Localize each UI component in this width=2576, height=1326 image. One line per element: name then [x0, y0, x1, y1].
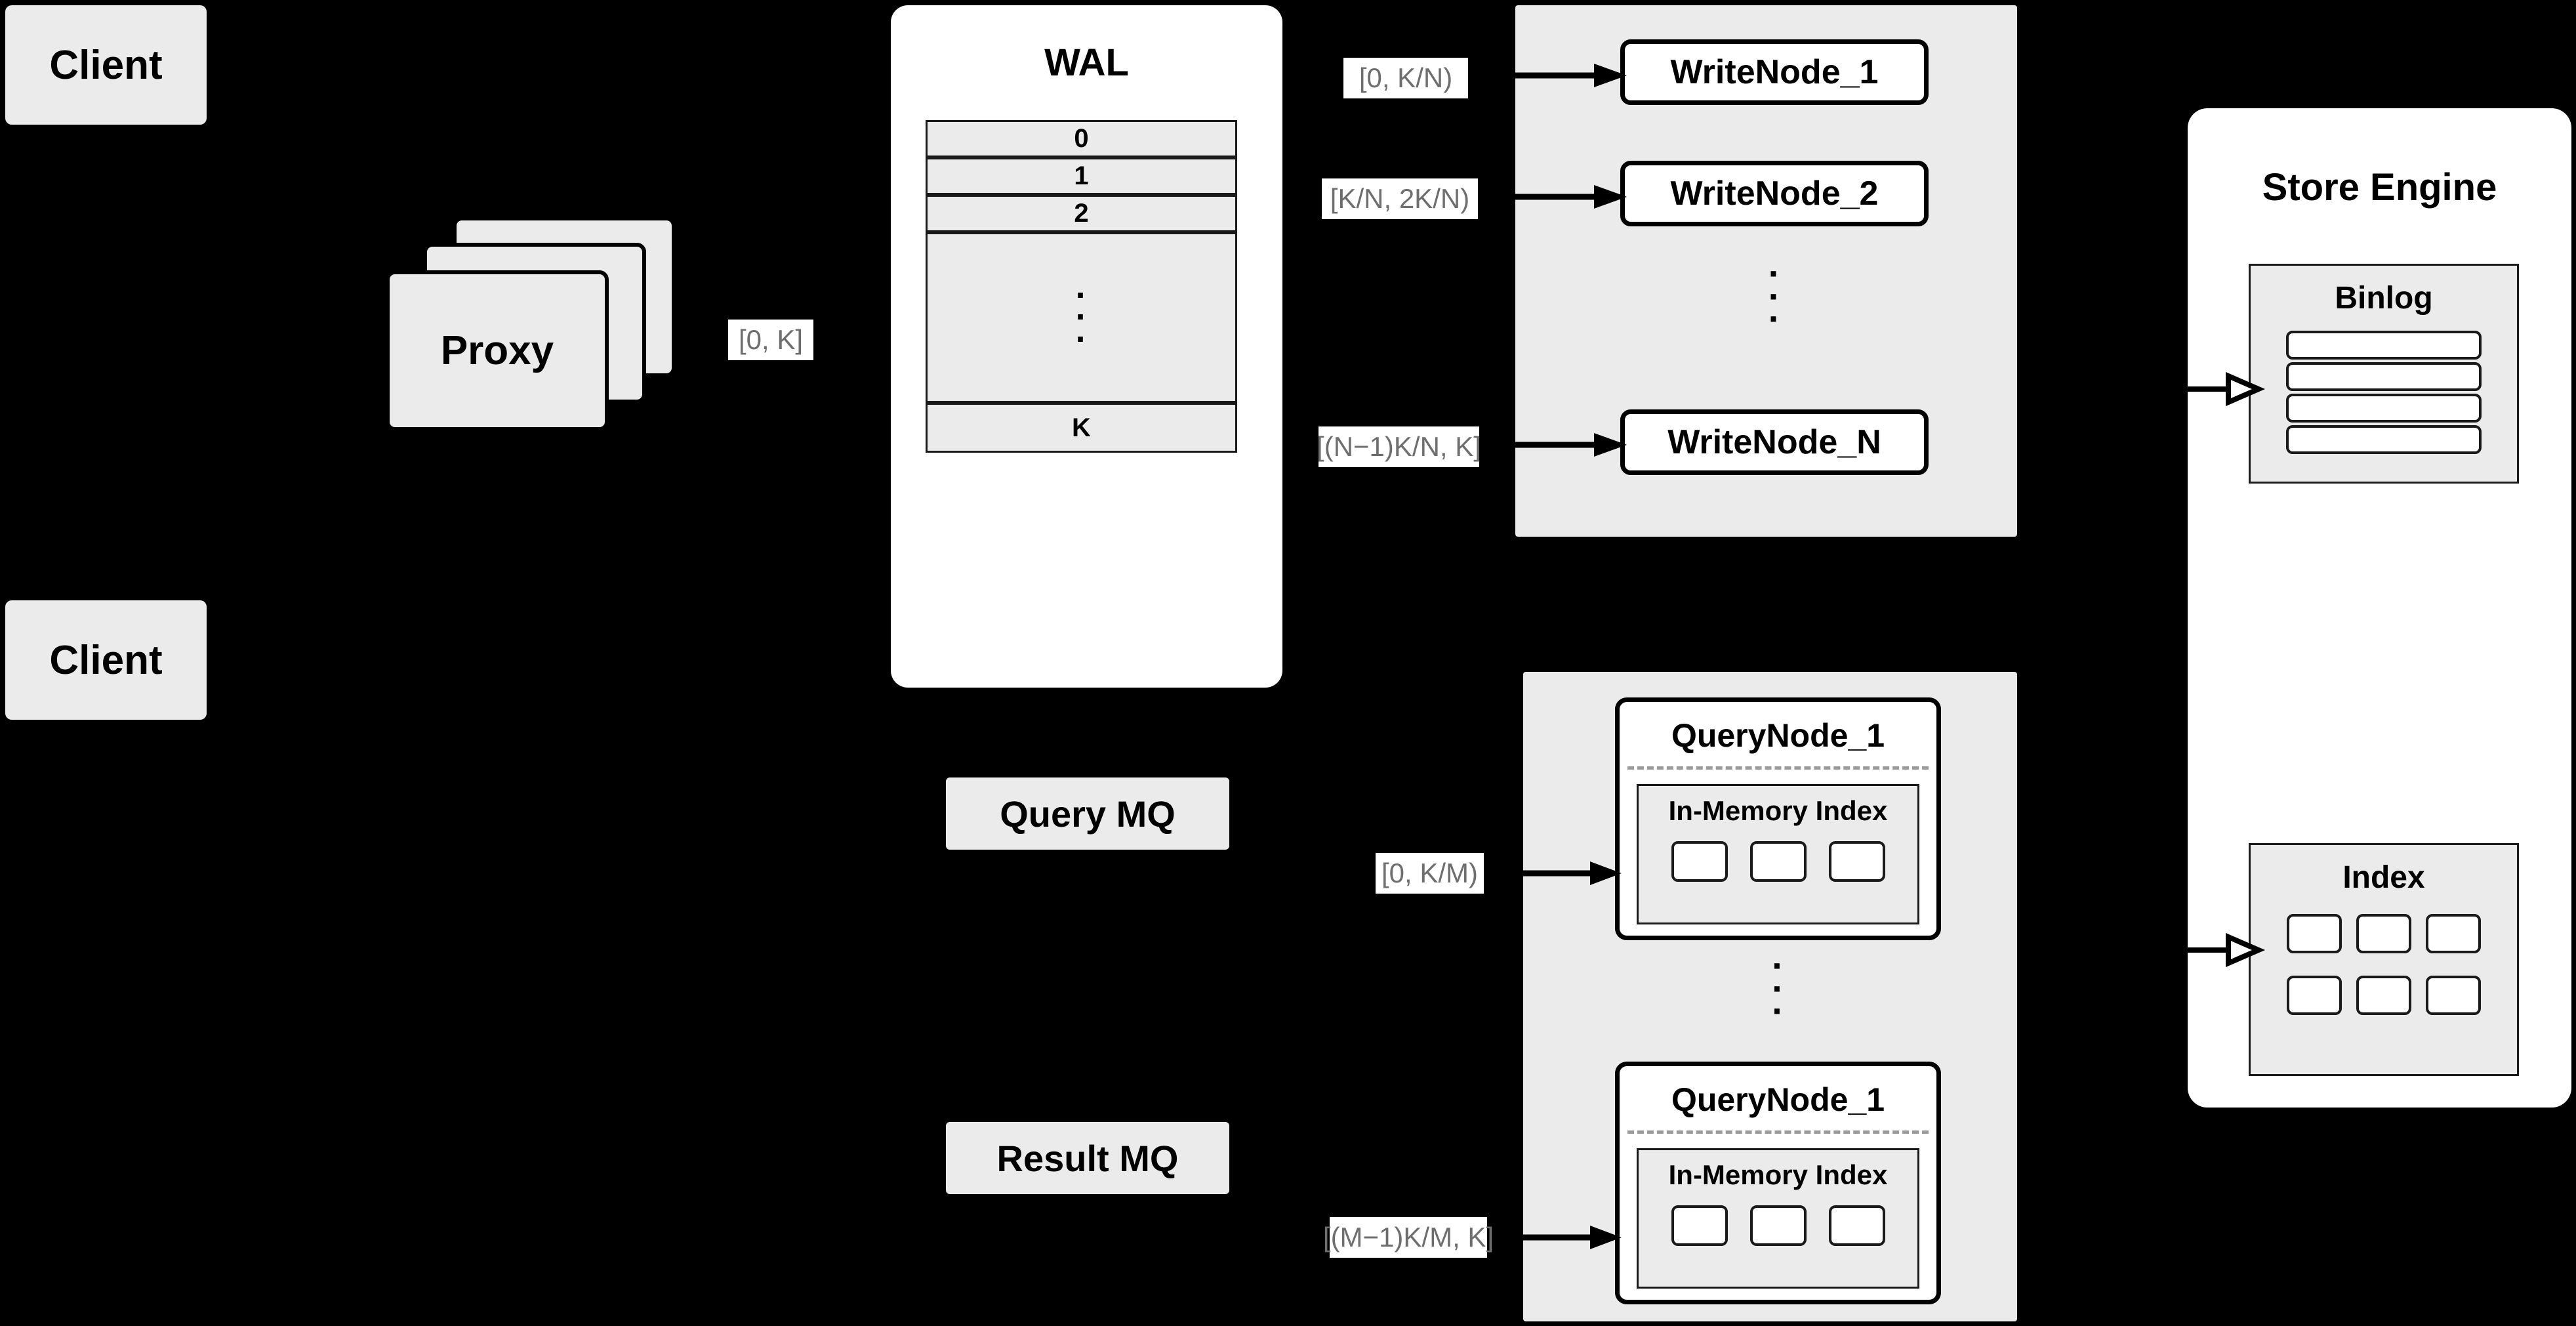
- client-box-1[interactable]: Client: [5, 5, 207, 125]
- in-memory-index-1: In-Memory Index: [1637, 784, 1919, 924]
- result-mq-box[interactable]: Result MQ: [946, 1122, 1229, 1194]
- arrow-to-binlog: [2188, 371, 2266, 407]
- write-node-2-range-label: [K/N, 2K/N): [1322, 178, 1478, 219]
- arrow-to-query-node-m: [1523, 1226, 1622, 1249]
- write-node-label: WriteNode_N: [1667, 423, 1881, 461]
- binlog-row: [2286, 331, 2482, 360]
- query-node-1-range-label: [0, K/M): [1376, 853, 1484, 894]
- binlog-row: [2286, 425, 2482, 454]
- index-segment: [1671, 841, 1728, 882]
- write-node-label: WriteNode_2: [1670, 175, 1879, 213]
- query-node-1[interactable]: QueryNode_1 In-Memory Index: [1615, 697, 1941, 940]
- binlog-container: Binlog: [2249, 264, 2519, 484]
- write-node-1[interactable]: WriteNode_1: [1620, 39, 1929, 105]
- write-cluster-vertical-ellipsis-icon: · · ·: [1768, 253, 1781, 340]
- index-cell: [2426, 914, 2481, 953]
- vertical-ellipsis-icon: · · ·: [1075, 275, 1088, 359]
- store-engine-title: Store Engine: [2262, 166, 2497, 209]
- wal-row: 2: [926, 195, 1237, 232]
- write-node-label: WriteNode_1: [1670, 53, 1879, 91]
- index-segment: [1749, 1205, 1807, 1246]
- index-cell: [2287, 914, 2342, 953]
- write-node-1-range-label: [0, K/N): [1343, 58, 1468, 98]
- binlog-row: [2286, 362, 2482, 391]
- arrow-to-write-node-1: [1515, 64, 1627, 87]
- write-node-n[interactable]: WriteNode_N: [1620, 409, 1929, 475]
- write-node-2[interactable]: WriteNode_2: [1620, 161, 1929, 226]
- index-container: Index: [2249, 843, 2519, 1076]
- index-segment: [1828, 841, 1885, 882]
- proxy-box[interactable]: Proxy: [386, 270, 609, 431]
- arrow-to-write-node-n: [1515, 433, 1627, 457]
- wal-row: 0: [926, 120, 1237, 157]
- client-box-2[interactable]: Client: [5, 600, 207, 720]
- query-node-label: QueryNode_1: [1671, 717, 1885, 754]
- result-mq-label: Result MQ: [996, 1137, 1179, 1179]
- proxy-range-label: [0, K]: [728, 320, 813, 360]
- wal-row: K: [926, 403, 1237, 453]
- arrow-to-query-node-1: [1523, 861, 1622, 885]
- index-cell: [2356, 914, 2411, 953]
- query-node-m-range-label: [(M−1)K/M, K]: [1323, 1217, 1494, 1258]
- index-cell: [2287, 976, 2342, 1015]
- arrow-to-index: [2188, 932, 2266, 968]
- query-mq-label: Query MQ: [1000, 793, 1176, 835]
- binlog-row: [2286, 394, 2482, 423]
- index-segment: [1828, 1205, 1885, 1246]
- query-node-divider: [1627, 766, 1929, 770]
- proxy-label: Proxy: [440, 328, 554, 373]
- client-label: Client: [49, 637, 163, 683]
- query-node-divider: [1627, 1130, 1929, 1134]
- arrow-to-write-node-2: [1515, 185, 1627, 209]
- index-title: Index: [2342, 860, 2425, 895]
- in-memory-index-2: In-Memory Index: [1637, 1148, 1919, 1289]
- wal-row: 1: [926, 157, 1237, 195]
- index-cell: [2426, 976, 2481, 1015]
- client-label: Client: [49, 42, 163, 88]
- wal-row-ellipsis: · · ·: [926, 232, 1237, 403]
- query-mq-box[interactable]: Query MQ: [946, 777, 1229, 850]
- query-node-label: QueryNode_1: [1671, 1081, 1885, 1118]
- in-memory-index-title: In-Memory Index: [1668, 795, 1888, 826]
- index-cell: [2356, 976, 2411, 1015]
- index-segment: [1749, 841, 1807, 882]
- index-segment: [1671, 1205, 1728, 1246]
- query-node-m[interactable]: QueryNode_1 In-Memory Index: [1615, 1062, 1941, 1304]
- write-node-n-range-label: [(N−1)K/N, K]: [1317, 426, 1481, 467]
- query-cluster-vertical-ellipsis-icon: · · ·: [1772, 945, 1784, 1032]
- in-memory-index-title: In-Memory Index: [1668, 1159, 1888, 1190]
- wal-title: WAL: [1044, 41, 1129, 84]
- binlog-title: Binlog: [2335, 281, 2433, 316]
